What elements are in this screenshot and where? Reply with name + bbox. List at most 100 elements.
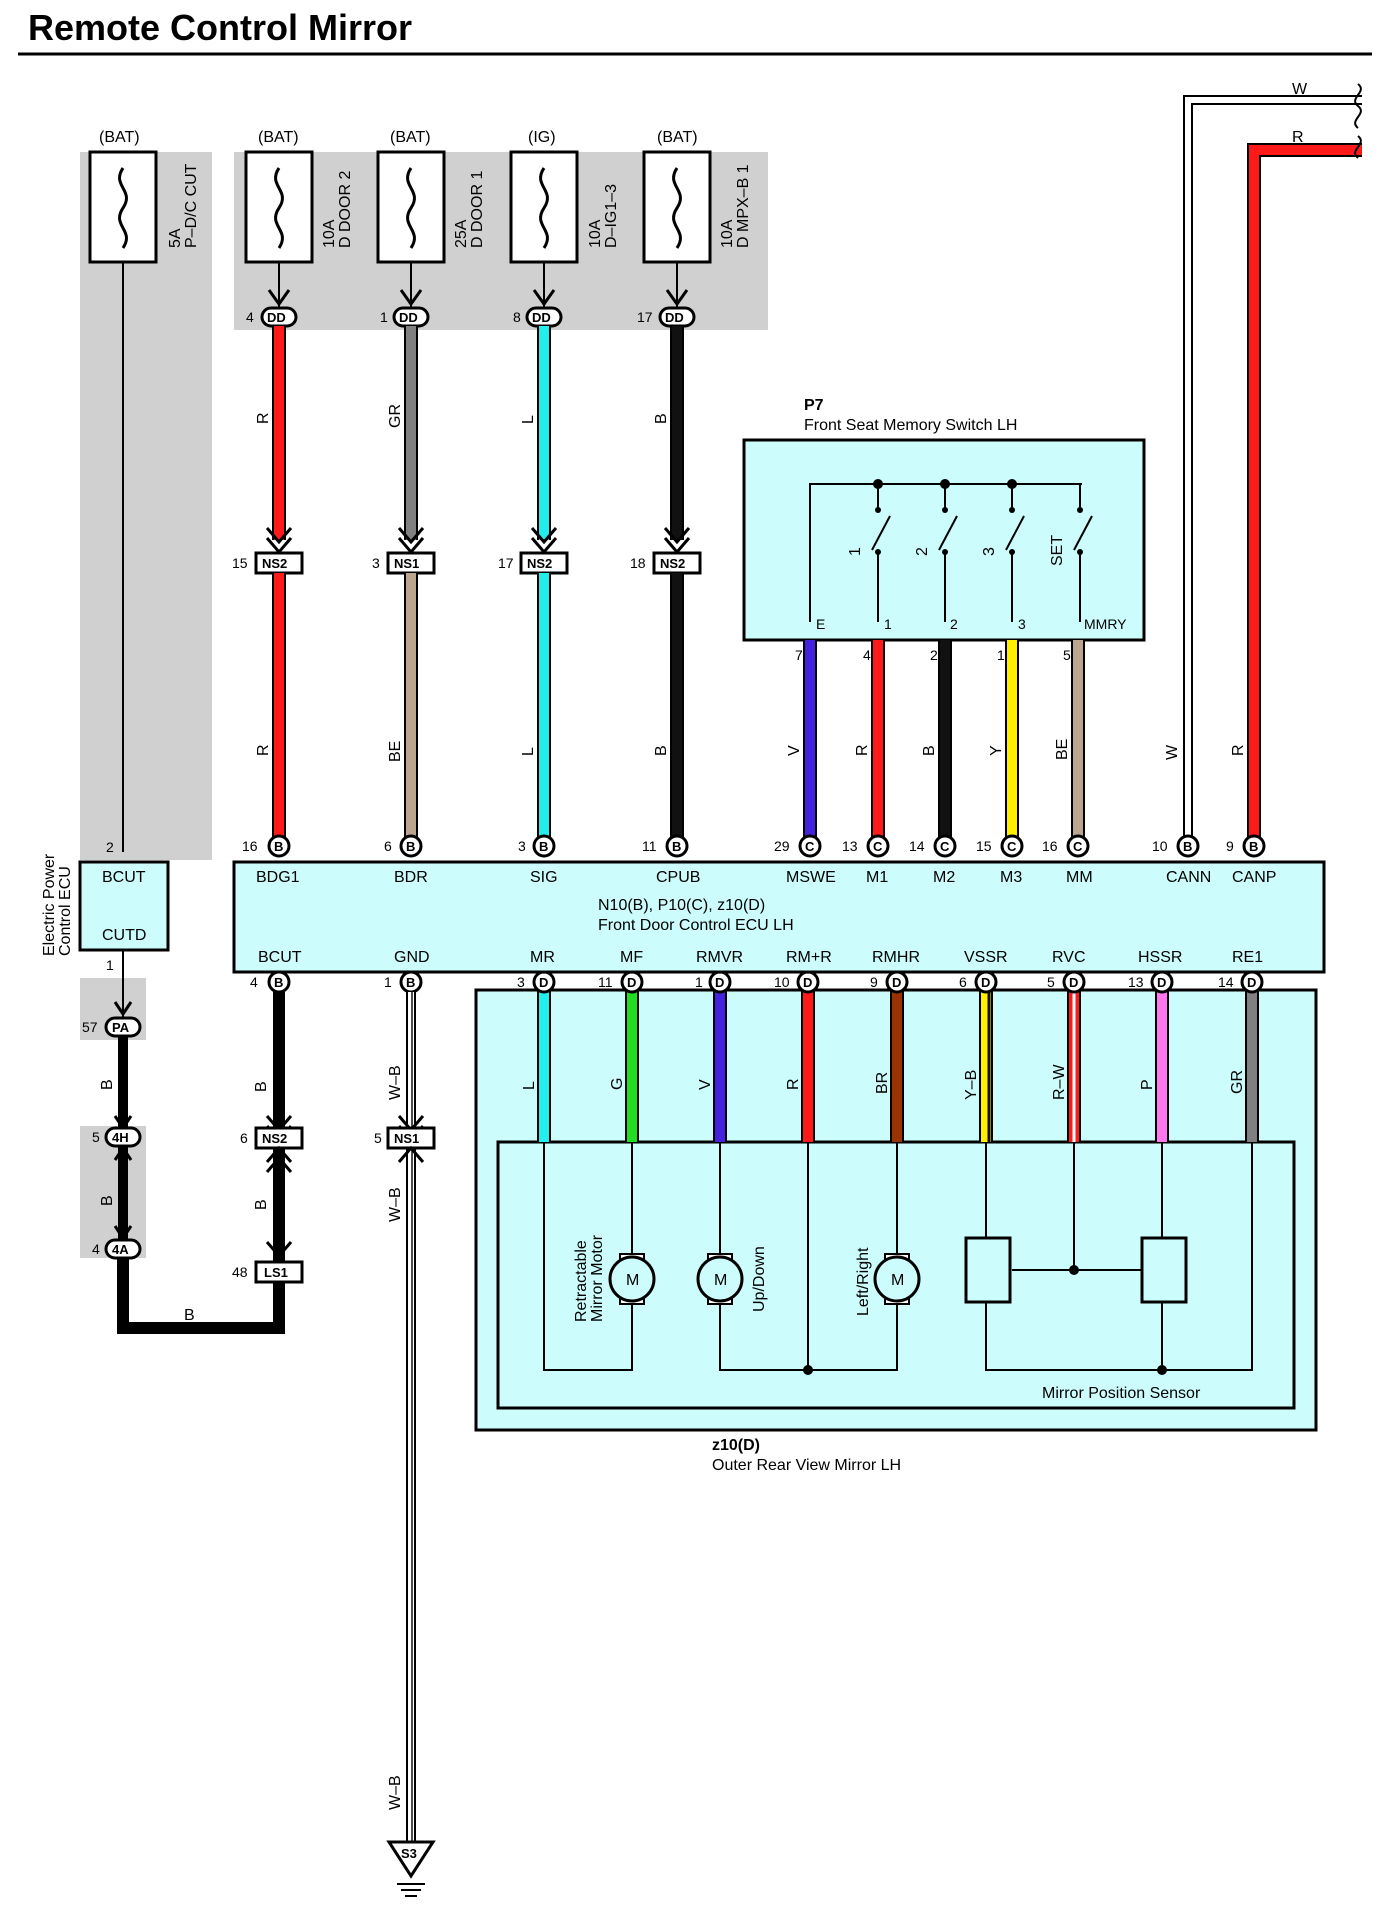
- svg-text:S3: S3: [401, 1846, 417, 1861]
- mirror-junction-dots: [803, 1265, 1167, 1375]
- svg-text:MMRY: MMRY: [1084, 616, 1127, 632]
- svg-text:B: B: [253, 1081, 270, 1092]
- svg-text:CANN: CANN: [1166, 869, 1211, 886]
- svg-text:48: 48: [232, 1264, 248, 1280]
- svg-text:29: 29: [774, 838, 790, 854]
- svg-text:HSSR: HSSR: [1138, 949, 1182, 966]
- svg-text:3: 3: [981, 547, 998, 556]
- left-right-motor-icon: M Left/Right: [855, 1247, 921, 1316]
- svg-text:6: 6: [384, 838, 392, 854]
- svg-text:13: 13: [1128, 974, 1144, 990]
- svg-text:8: 8: [513, 309, 521, 325]
- svg-text:6: 6: [240, 1130, 248, 1146]
- svg-text:P–D/C CUT: P–D/C CUT: [183, 163, 200, 248]
- retractable-mirror-motor-icon: M Retractable Mirror Motor: [573, 1234, 656, 1322]
- svg-text:N10(B), P10(C), z10(D): N10(B), P10(C), z10(D): [598, 897, 765, 914]
- epc-bottom-pin: 1: [106, 957, 114, 973]
- svg-text:P7: P7: [804, 397, 824, 414]
- electric-power-control-ecu: Electric Power Control ECU BCUT CUTD: [41, 853, 170, 956]
- svg-text:G: G: [609, 1078, 626, 1090]
- svg-text:DD: DD: [267, 310, 286, 325]
- svg-text:B: B: [99, 1079, 116, 1090]
- svg-text:D: D: [1247, 975, 1256, 990]
- svg-text:B: B: [1183, 839, 1192, 854]
- svg-text:Up/Down: Up/Down: [751, 1246, 768, 1312]
- svg-text:BE: BE: [1054, 739, 1071, 760]
- svg-text:NS2: NS2: [527, 556, 552, 571]
- svg-text:W–B: W–B: [387, 1065, 404, 1100]
- fuse-icon: [539, 167, 549, 249]
- mirror-position-sensor: Mirror Position Sensor: [964, 1236, 1201, 1402]
- svg-text:Retractable: Retractable: [573, 1240, 590, 1322]
- svg-text:W: W: [1164, 744, 1181, 760]
- svg-text:MF: MF: [620, 949, 643, 966]
- svg-text:C: C: [1007, 839, 1017, 854]
- svg-text:R: R: [1230, 744, 1247, 756]
- fuse-p-dc-cut: (BAT) 5A P–D/C CUT: [88, 129, 200, 264]
- svg-text:(BAT): (BAT): [99, 129, 140, 146]
- svg-text:L: L: [520, 747, 537, 756]
- svg-text:GR: GR: [1229, 1070, 1246, 1094]
- fuse-icon: [118, 167, 128, 249]
- svg-text:PA: PA: [112, 1020, 130, 1035]
- ecu-bottom-pin-labels: B 4 B 1 D 3 D 11 D 1 D 10 D 9 D 6 D 5 D …: [250, 974, 1256, 990]
- svg-text:3: 3: [517, 974, 525, 990]
- svg-text:B: B: [672, 839, 681, 854]
- fuse-icon: [406, 167, 416, 249]
- svg-text:B: B: [406, 975, 415, 990]
- svg-text:D: D: [1069, 975, 1078, 990]
- svg-text:BR: BR: [874, 1072, 891, 1094]
- svg-text:1: 1: [884, 616, 892, 632]
- svg-text:Front Seat Memory Switch LH: Front Seat Memory Switch LH: [804, 417, 1017, 434]
- svg-text:Y–B: Y–B: [963, 1070, 980, 1100]
- svg-text:13: 13: [842, 838, 858, 854]
- svg-text:W: W: [1292, 81, 1308, 98]
- ecu-top-pins: [267, 834, 1266, 858]
- svg-text:B: B: [1249, 839, 1258, 854]
- page-title: Remote Control Mirror: [28, 7, 412, 48]
- svg-text:D–IG1–3: D–IG1–3: [603, 184, 620, 248]
- svg-text:RM+R: RM+R: [786, 949, 832, 966]
- ground-icon: [386, 1840, 436, 1879]
- svg-text:3: 3: [518, 838, 526, 854]
- svg-text:M3: M3: [1000, 869, 1022, 886]
- svg-text:5A: 5A: [167, 228, 184, 248]
- svg-text:1: 1: [695, 974, 703, 990]
- svg-text:D: D: [803, 975, 812, 990]
- svg-text:M1: M1: [866, 869, 888, 886]
- svg-text:SET: SET: [1049, 535, 1066, 566]
- svg-text:(BAT): (BAT): [258, 129, 299, 146]
- svg-text:VSSR: VSSR: [964, 949, 1008, 966]
- svg-text:V: V: [697, 1079, 714, 1090]
- svg-text:R–W: R–W: [1051, 1064, 1068, 1100]
- svg-text:L: L: [520, 415, 537, 424]
- svg-text:NS1: NS1: [394, 556, 419, 571]
- svg-text:B: B: [99, 1195, 116, 1206]
- svg-text:BE: BE: [387, 741, 404, 762]
- svg-text:R: R: [785, 1078, 802, 1090]
- fuse-output-connectors: DD 4 DD 1 DD 8 DD 17: [246, 262, 696, 328]
- bcut-chain: B NS2 6 B LS1 48: [232, 992, 304, 1284]
- ecu-top-pin-labels: B 16 B 6 B 3 B 11 C 29 C 13 C 14 C 15 C …: [242, 838, 1258, 854]
- svg-text:15: 15: [232, 555, 248, 571]
- ground-chain: W–B NS1 5 W–B W–B S3: [374, 992, 436, 1897]
- svg-text:DD: DD: [665, 310, 684, 325]
- svg-text:D: D: [715, 975, 724, 990]
- svg-text:1: 1: [997, 647, 1005, 663]
- svg-text:C: C: [805, 839, 815, 854]
- junction-4h-4a-area: [80, 1126, 146, 1258]
- front-door-control-ecu: N10(B), P10(C), z10(D) Front Door Contro…: [232, 860, 1326, 974]
- svg-text:MM: MM: [1066, 869, 1093, 886]
- left-chain: PA 57 B 4H 5 B 4A 4 B: [82, 950, 285, 1334]
- svg-text:6: 6: [959, 974, 967, 990]
- svg-text:R: R: [255, 744, 272, 756]
- svg-text:Front Door Control ECU LH: Front Door Control ECU LH: [598, 917, 794, 934]
- svg-text:10: 10: [1152, 838, 1168, 854]
- svg-text:5: 5: [374, 1130, 382, 1146]
- svg-text:CUTD: CUTD: [102, 927, 146, 944]
- svg-text:Left/Right: Left/Right: [855, 1247, 872, 1316]
- svg-text:4A: 4A: [112, 1242, 129, 1257]
- svg-text:16: 16: [242, 838, 258, 854]
- svg-text:D: D: [981, 975, 990, 990]
- svg-text:(IG): (IG): [528, 129, 556, 146]
